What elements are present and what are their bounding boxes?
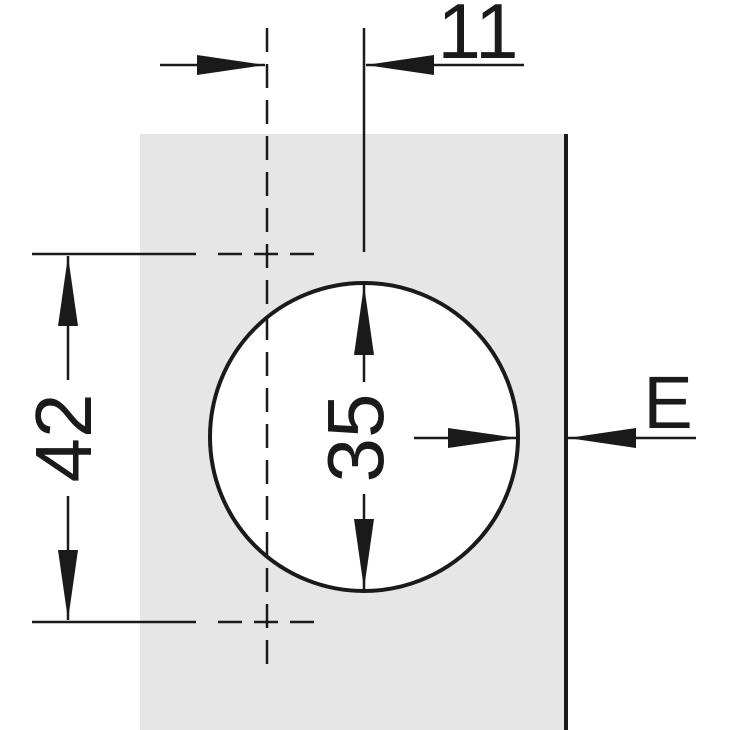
arrow-35-bottom [354,519,374,589]
arrow-42-top [58,256,78,326]
arrow-42-bottom [58,550,78,620]
arrow-e-right [568,428,636,448]
dimension-label-35: 35 [311,394,400,483]
dimension-label-e: E [643,361,692,444]
arrow-11-right [366,55,434,75]
dimension-label-42: 42 [19,394,108,483]
arrow-e-left [448,428,518,448]
arrow-11-left [197,55,265,75]
arrow-35-top [354,285,374,355]
dimension-label-11: 11 [438,0,519,75]
